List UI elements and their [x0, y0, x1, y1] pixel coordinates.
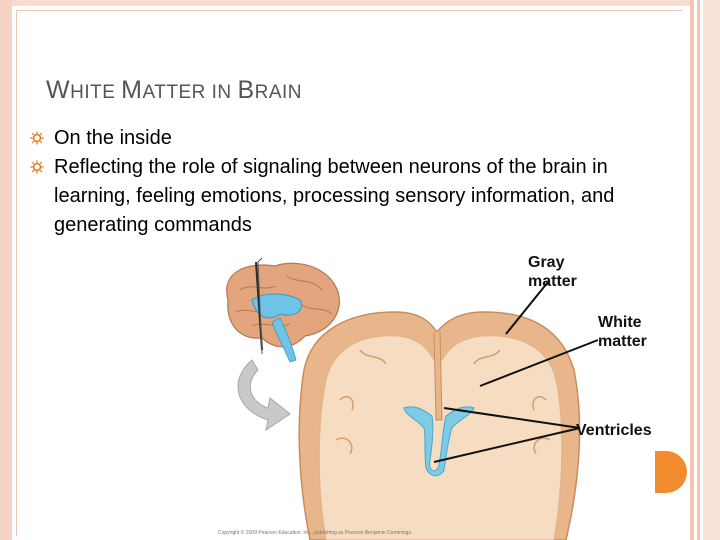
frame-right-stripe — [703, 0, 720, 540]
bullet-text: On the inside — [54, 127, 172, 149]
ventricles-leader-line-lower — [433, 427, 581, 463]
slide-title: WHITE MATTER IN BRAIN — [46, 76, 302, 105]
curved-arrow-icon — [237, 359, 291, 432]
frame-left-border — [0, 0, 12, 540]
title-part: ATTER — [142, 82, 212, 103]
sun-bullet-icon — [30, 160, 44, 174]
gray-matter-leader-line — [505, 281, 549, 335]
inner-frame-line — [16, 10, 682, 536]
bullet-list: On the inside Reflecting the role of sig… — [30, 124, 670, 240]
sun-bullet-icon — [30, 131, 44, 145]
frame-top-border — [12, 0, 692, 6]
title-part: B — [237, 76, 255, 104]
title-part: RAIN — [254, 82, 303, 103]
bullet-item: Reflecting the role of signaling between… — [30, 153, 670, 240]
frame-right-stripe — [690, 0, 694, 540]
title-part: W — [46, 76, 71, 104]
ventricles-label: Ventricles — [576, 422, 652, 439]
title-part: IN — [211, 82, 238, 103]
coronal-section — [298, 311, 581, 540]
copyright-text: Copyright © 2009 Pearson Education, Inc.… — [218, 530, 413, 536]
gray-matter-label: Gray matter — [528, 254, 577, 290]
bullet-text: Reflecting the role of signaling between… — [54, 156, 615, 236]
title-part: HITE — [70, 82, 122, 103]
frame-right-stripe — [697, 0, 700, 540]
white-matter-label: White matter — [598, 314, 647, 350]
title-part: M — [121, 76, 143, 104]
ventricles-leader-line-upper — [443, 407, 581, 429]
white-matter-leader-line — [479, 339, 599, 387]
bullet-item: On the inside — [30, 124, 670, 153]
small-brain-illustration — [226, 257, 340, 363]
